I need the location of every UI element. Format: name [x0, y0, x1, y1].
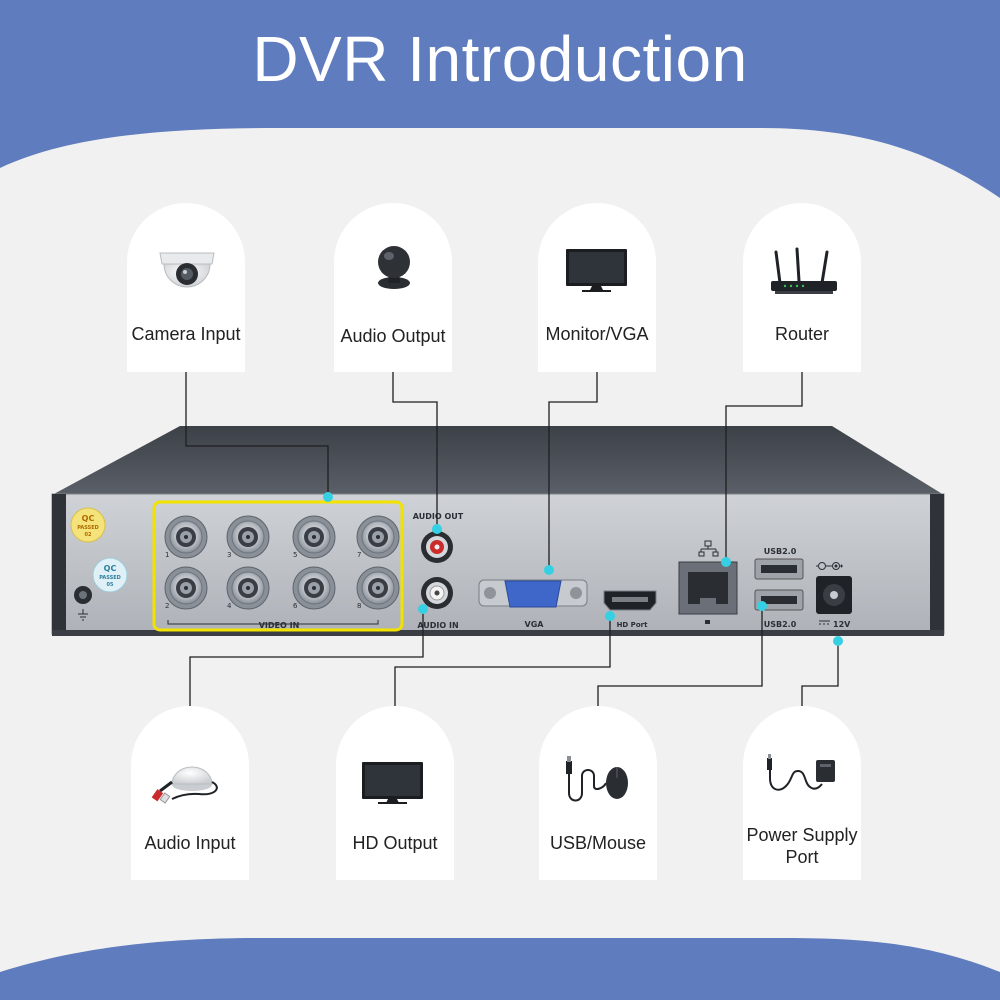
qc-sticker-1-line2: PASSED: [77, 525, 99, 531]
router-icon: [771, 247, 837, 294]
monitor-icon: [566, 249, 627, 292]
card-label-camera-input: Camera Input: [131, 324, 241, 344]
audio-input-dot: [418, 604, 428, 614]
bnc-connector-2: [164, 566, 208, 610]
channel-number-8: 8: [357, 602, 361, 610]
usb-mouse-connector: [597, 606, 763, 706]
qc-sticker-1: QC PASSED 02: [70, 507, 106, 543]
audio-output-dot: [432, 524, 442, 534]
card-camera-input: [127, 203, 245, 372]
dvr-bottom-edge: [52, 630, 944, 636]
microphone-icon: [151, 766, 218, 804]
camera-input-connector: [185, 372, 329, 497]
power-label: 12V: [833, 620, 851, 629]
router-dot: [721, 557, 731, 567]
channel-number-6: 6: [293, 602, 298, 610]
usb-port-top: [754, 558, 804, 580]
speaker-icon: [378, 246, 410, 289]
vga-label: VGA: [525, 620, 545, 629]
audio-output-connector: [392, 372, 438, 529]
audio-out-label: AUDIO OUT: [413, 512, 464, 521]
connector-lines: [185, 372, 839, 706]
bnc-connector-1: [164, 515, 208, 559]
monitor-vga-dot: [544, 565, 554, 575]
bnc-connector-8: [356, 566, 400, 610]
video-in-group-outline: [152, 500, 404, 632]
bnc-connector-7: [356, 515, 400, 559]
ground-screw: [74, 586, 92, 621]
bnc-connector-3: [226, 515, 270, 559]
usb-label-top: USB2.0: [764, 547, 797, 556]
dome-camera-icon: [159, 252, 215, 288]
power-adapter-icon: [767, 754, 835, 791]
dvr-rear-panel: [51, 493, 945, 635]
page-title: DVR Introduction: [252, 23, 748, 95]
bnc-connector-5: [292, 515, 336, 559]
audio-in-label: AUDIO IN: [417, 621, 458, 630]
audio-in-port: [421, 577, 453, 609]
qc-sticker-2-line1: QC: [104, 564, 117, 573]
card-usb-mouse: [539, 706, 657, 880]
hd-output-dot: [605, 611, 615, 621]
audio-input-connector: [189, 609, 424, 706]
hd-port: [603, 590, 657, 611]
qc-sticker-1-line3: 02: [85, 532, 92, 538]
hd-port-label: HD Port: [617, 621, 648, 629]
vga-port: [478, 579, 588, 608]
qc-sticker-2-line3: 05: [107, 582, 114, 588]
power-supply-dot: [833, 636, 843, 646]
ethernet-port: [678, 561, 738, 624]
usb-label-bottom: USB2.0: [764, 620, 797, 629]
bnc-connector-4: [226, 566, 270, 610]
dvr-left-edge: [52, 494, 66, 634]
qc-sticker-1-line1: QC: [82, 514, 95, 523]
card-label-router: Router: [774, 324, 830, 344]
bnc-connectors: 1 2 3 4 5 6 7 8: [164, 515, 400, 610]
qc-sticker-2: QC PASSED 05: [92, 557, 128, 593]
power-port: [816, 576, 852, 614]
dvr-top-cover: [52, 426, 944, 495]
dvr-right-edge: [930, 494, 944, 634]
card-power-supply: [743, 706, 861, 880]
card-label-audio-input: Audio Input: [144, 833, 236, 853]
dc-symbol-icon: [819, 620, 830, 625]
tv-icon: [362, 762, 423, 804]
power-supply-connector: [801, 641, 839, 706]
connector-dots: [323, 492, 843, 646]
camera-input-dot: [323, 492, 333, 502]
monitor-vga-connector: [548, 372, 598, 570]
video-in-bracket: [167, 620, 379, 625]
usb-mouse-icon: [566, 756, 628, 802]
usb-mouse-dot: [757, 601, 767, 611]
video-in-label: VIDEO IN: [259, 621, 300, 630]
channel-number-2: 2: [165, 602, 169, 610]
card-label-monitor-vga: Monitor/VGA: [545, 324, 649, 344]
polarity-icon: [816, 562, 843, 570]
card-label-audio-output: Audio Output: [340, 326, 446, 346]
router-connector: [725, 372, 803, 562]
card-label-power-supply: Power Supply Port: [746, 825, 858, 867]
channel-number-7: 7: [357, 551, 361, 559]
channel-number-3: 3: [227, 551, 231, 559]
audio-out-port: [421, 531, 453, 563]
hd-output-connector: [394, 616, 611, 706]
channel-number-1: 1: [165, 551, 169, 559]
qc-sticker-2-line2: PASSED: [99, 575, 121, 581]
channel-number-5: 5: [293, 551, 297, 559]
card-label-usb-mouse: USB/Mouse: [549, 833, 647, 853]
bnc-connector-6: [292, 566, 336, 610]
card-label-hd-output: HD Output: [352, 833, 438, 853]
channel-number-4: 4: [227, 602, 232, 610]
usb-port-bottom: [754, 589, 804, 611]
network-icon: [698, 540, 719, 557]
